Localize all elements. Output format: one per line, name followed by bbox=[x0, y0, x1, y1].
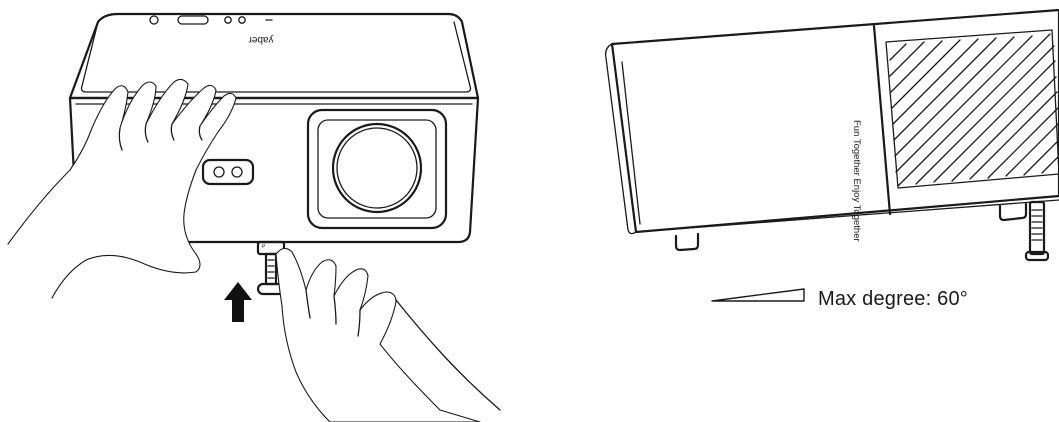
angle-wedge-icon bbox=[711, 288, 805, 302]
left-hand-illustration bbox=[7, 78, 237, 299]
max-degree-note: Max degree: 60° bbox=[818, 288, 968, 310]
foot-button-label: P bbox=[262, 244, 266, 250]
vent-grill bbox=[889, 33, 1059, 187]
side-slogan-text: Fun Together Enjoy Together bbox=[851, 120, 862, 242]
projector-side-body bbox=[604, 8, 1059, 262]
right-hand-illustration bbox=[275, 247, 501, 422]
arrow-up-icon bbox=[224, 282, 252, 322]
projector-front-body bbox=[68, 12, 480, 296]
